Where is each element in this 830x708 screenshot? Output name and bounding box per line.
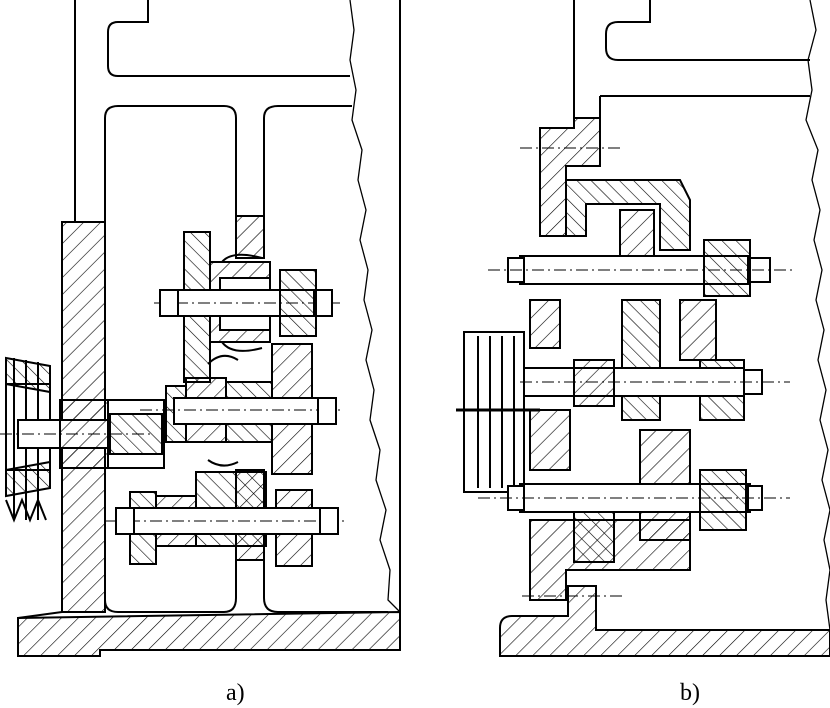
- input-shaft-a: [0, 399, 165, 469]
- shaft-upper-b: [488, 239, 792, 297]
- caption-a: a): [226, 680, 245, 706]
- gear-cluster-upper-a: [154, 231, 340, 383]
- base-b: [499, 585, 830, 657]
- gear-cluster-lower-a: [106, 471, 346, 567]
- gear-cluster-middle-a: [140, 343, 340, 475]
- shaft-middle-b: [520, 359, 790, 407]
- view-a: [0, 0, 401, 657]
- view-b: [456, 0, 830, 657]
- pulley-a: [5, 356, 51, 523]
- break-line-b: [805, 0, 830, 631]
- break-line-a: [349, 0, 401, 613]
- caption-b: b): [680, 680, 700, 706]
- pulley-b: [456, 331, 540, 493]
- shaft-lower-b: [478, 469, 790, 531]
